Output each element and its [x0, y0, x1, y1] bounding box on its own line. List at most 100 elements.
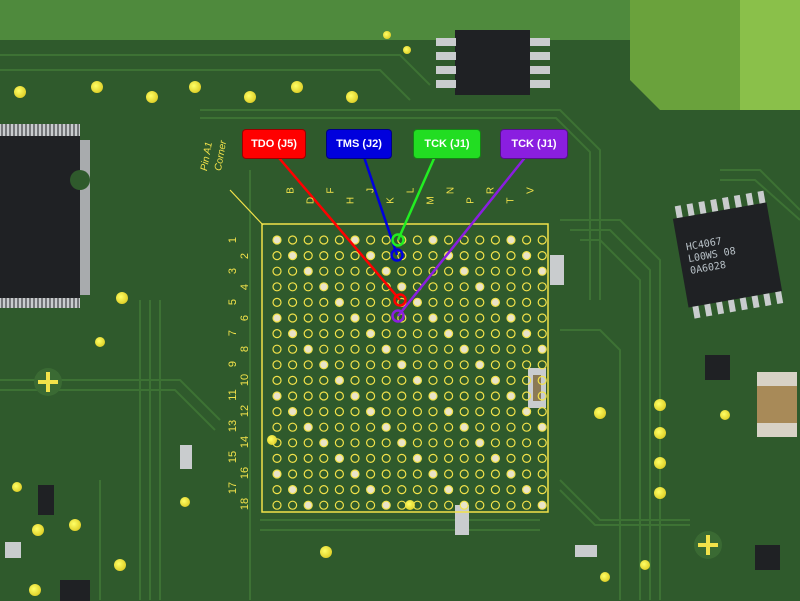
bga-pad: [366, 313, 376, 323]
bga-pad: [334, 313, 344, 323]
bga-pad: [428, 344, 438, 354]
bga-pad: [521, 453, 532, 463]
bga-pad: [272, 266, 282, 276]
bga-pad: [319, 407, 329, 417]
bga-pad: [334, 469, 344, 479]
bga-pad: [288, 438, 298, 448]
bga-pad: [319, 469, 329, 479]
bga-pad: [272, 297, 282, 307]
bga-pad: [303, 469, 313, 479]
bga-pad: [303, 313, 313, 323]
bga-pad: [334, 407, 344, 417]
bga-pad: [444, 297, 454, 307]
bga-pad: [490, 282, 500, 292]
bga-pad: [350, 485, 360, 495]
bga-pad: [459, 391, 469, 401]
bga-row-label: 2: [239, 252, 251, 259]
bga-pad: [288, 500, 298, 510]
tck-purple-target: [391, 309, 405, 323]
bga-pad: [412, 266, 422, 276]
bga-pad: [303, 297, 313, 307]
bga-pad: [459, 500, 469, 510]
tck-green-probe-line: [396, 144, 442, 241]
bga-column-label: J: [365, 188, 377, 193]
bga-pad: [412, 235, 422, 245]
bga-pad: [475, 235, 485, 245]
bga-pad: [521, 485, 532, 495]
bga-pad: [459, 422, 469, 432]
bga-pad: [537, 469, 547, 479]
bga-pad: [381, 235, 391, 245]
bga-pad: [397, 344, 407, 354]
bga-pad: [319, 360, 329, 370]
bga-row-label: 5: [227, 298, 239, 306]
bga-pad: [490, 329, 500, 339]
bga-pad: [459, 453, 469, 463]
bga-pad: [303, 329, 313, 339]
bga-pad: [334, 485, 344, 495]
bga-pad: [350, 329, 360, 339]
bga-pad: [475, 391, 485, 401]
bga-column-label: R: [485, 186, 497, 195]
bga-pad: [303, 235, 313, 245]
bga-pad: [428, 375, 438, 385]
bga-pad: [428, 500, 438, 510]
bga-pad: [506, 453, 516, 463]
bga-pad: [366, 329, 376, 339]
ic-right: [672, 202, 783, 308]
bga-pad: [444, 266, 454, 276]
bga-column-label: N: [445, 186, 457, 195]
bga-pad: [412, 313, 422, 323]
bga-pad: [428, 360, 438, 370]
bga-pad: [397, 438, 407, 448]
bga-pad: [475, 344, 485, 354]
bga-pad: [412, 469, 422, 479]
bga-pad: [397, 375, 407, 385]
bga-pad: [288, 375, 298, 385]
bga-pad: [490, 500, 500, 510]
bga-pad: [475, 422, 485, 432]
bga-pad: [350, 422, 360, 432]
bga-pad: [475, 500, 485, 510]
bga-pad: [428, 329, 438, 339]
bga-pad: [506, 375, 516, 385]
bga-pad: [444, 375, 454, 385]
tdo-label: TDO (J5): [242, 129, 306, 159]
bga-pad: [506, 251, 516, 261]
bga-pad: [334, 422, 344, 432]
bga-pad: [506, 485, 516, 495]
bga-pad: [475, 375, 485, 385]
bga-pad: [303, 453, 313, 463]
bga-pad: [334, 438, 344, 448]
bga-row-label: 1: [227, 236, 239, 244]
bga-pad: [506, 391, 516, 401]
bga-pad: [506, 235, 516, 245]
bga-pad: [288, 407, 298, 417]
bga-pad: [475, 329, 485, 339]
bga-pad: [303, 375, 313, 385]
bga-pad: [428, 282, 438, 292]
bga-pad: [428, 438, 438, 448]
bga-pad: [459, 407, 469, 417]
bga-pad: [366, 282, 376, 292]
bga-pad: [444, 422, 454, 432]
bga-pad: [381, 500, 391, 510]
bga-pad: [272, 438, 282, 448]
tck-green-label: TCK (J1): [413, 129, 481, 159]
bga-pad: [475, 297, 485, 307]
bga-pad: [521, 235, 532, 245]
bga-pad: [428, 469, 438, 479]
bga-pad: [397, 500, 407, 510]
tms-target: [390, 248, 404, 262]
bga-pad: [381, 329, 391, 339]
bga-pad: [412, 375, 422, 385]
bga-pad: [475, 485, 485, 495]
bga-pad: [521, 313, 532, 323]
bga-pad: [444, 469, 454, 479]
bga-pad: [366, 360, 376, 370]
bga-pad: [397, 282, 407, 292]
bga-pad: [319, 344, 329, 354]
bga-pad: [397, 329, 407, 339]
bga-pad: [521, 251, 532, 261]
bga-pad: [490, 485, 500, 495]
